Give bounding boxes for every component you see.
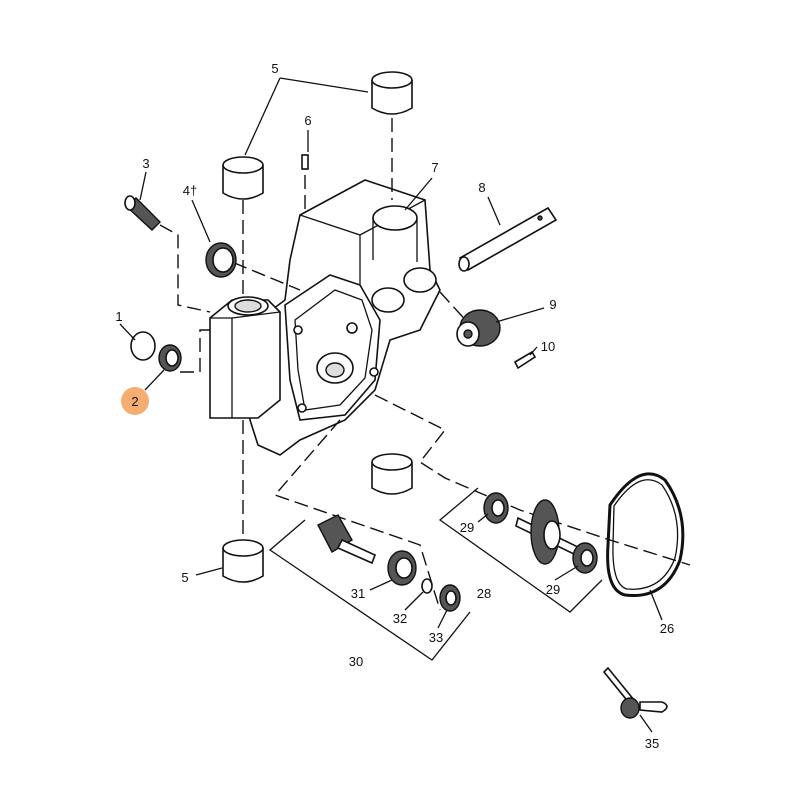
o-ring[interactable] <box>130 331 156 361</box>
bracket-28 <box>438 487 603 613</box>
bearing-29-left[interactable] <box>483 492 509 524</box>
bearing-31[interactable] <box>387 550 417 586</box>
bushing-bottom[interactable] <box>222 539 264 583</box>
gearbox-housing[interactable] <box>244 179 441 456</box>
callout-5-top[interactable]: 5 <box>271 61 278 76</box>
callout-2[interactable]: 2 <box>131 394 138 409</box>
bracket-30 <box>268 519 471 661</box>
grease-fitting[interactable] <box>124 195 161 231</box>
callout-labels: 5 6 3 4† 7 8 9 10 1 2 5 29 29 28 31 32 3… <box>115 61 674 751</box>
bearing-33[interactable] <box>439 584 461 612</box>
oil-seal[interactable] <box>205 242 237 278</box>
callout-29-right[interactable]: 29 <box>546 582 560 597</box>
callout-3[interactable]: 3 <box>142 156 149 171</box>
callout-29-left[interactable]: 29 <box>460 520 474 535</box>
callout-4[interactable]: 4† <box>183 183 197 198</box>
snap-ring[interactable] <box>421 578 433 594</box>
bushing-middle[interactable] <box>371 453 413 495</box>
pin[interactable] <box>301 154 309 170</box>
bearing-29-right[interactable] <box>572 542 598 574</box>
callout-28[interactable]: 28 <box>477 586 491 601</box>
shaft[interactable] <box>458 206 558 272</box>
worm-shaft[interactable] <box>317 514 377 565</box>
callout-7[interactable]: 7 <box>431 160 438 175</box>
bearing-block[interactable] <box>209 296 281 419</box>
highlight-circle <box>121 387 149 415</box>
bushing-top-right[interactable] <box>371 71 413 115</box>
callout-9[interactable]: 9 <box>549 297 556 312</box>
callout-33[interactable]: 33 <box>429 630 443 645</box>
roll-pin[interactable] <box>513 350 537 370</box>
callout-35[interactable]: 35 <box>645 736 659 751</box>
callout-31[interactable]: 31 <box>351 586 365 601</box>
leader-lines <box>119 77 663 733</box>
gasket-inner <box>612 479 679 590</box>
chuck-key[interactable] <box>602 666 668 719</box>
bushing-top-left[interactable] <box>222 156 264 200</box>
worm-gear[interactable] <box>515 499 581 565</box>
seal-ring[interactable] <box>158 344 182 372</box>
gasket[interactable] <box>606 472 685 598</box>
callout-5-bottom[interactable]: 5 <box>181 570 188 585</box>
callout-26[interactable]: 26 <box>660 621 674 636</box>
callout-32[interactable]: 32 <box>393 611 407 626</box>
pinion-gear[interactable] <box>456 309 501 347</box>
callout-10[interactable]: 10 <box>541 339 555 354</box>
callout-1[interactable]: 1 <box>115 309 122 324</box>
callout-8[interactable]: 8 <box>478 180 485 195</box>
callout-6[interactable]: 6 <box>304 113 311 128</box>
callout-30[interactable]: 30 <box>349 654 363 669</box>
assembly-guide-lines <box>159 118 691 611</box>
